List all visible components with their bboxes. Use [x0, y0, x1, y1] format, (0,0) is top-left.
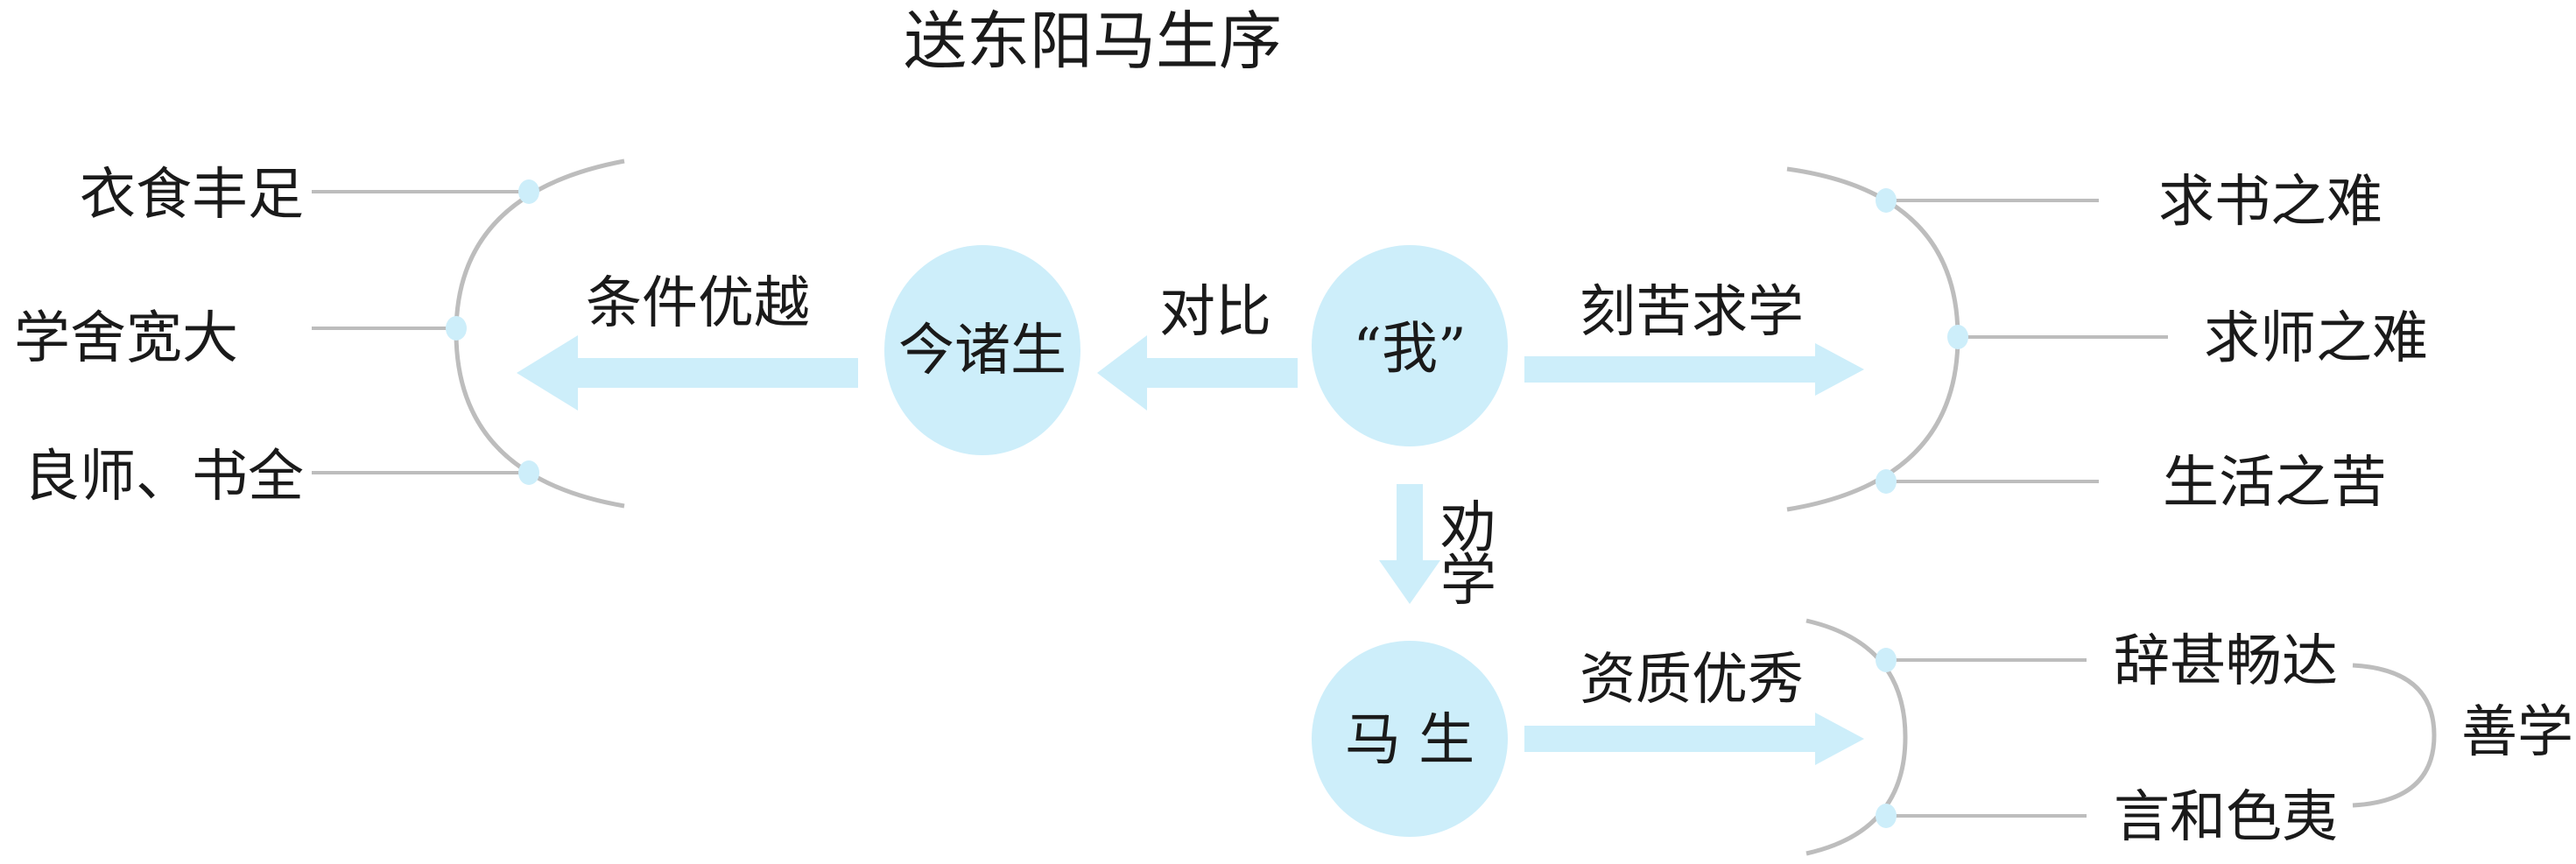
arrow-talent	[1524, 713, 1864, 765]
arrow-label: 刻苦求学	[1580, 280, 1804, 345]
arrow-label: 劝	[1440, 496, 1496, 561]
connector-dot	[1947, 325, 1968, 349]
connector-dot	[1876, 804, 1897, 828]
arrow-label: 条件优越	[586, 271, 810, 336]
node-label: 马 生	[1345, 708, 1475, 773]
arrow-contrast	[1097, 335, 1298, 411]
summary-bracket	[2352, 663, 2437, 808]
bottom-summary: 善学	[2461, 700, 2573, 765]
bottom-item: 辞甚畅达	[2114, 629, 2338, 694]
left-item: 学舍宽大	[14, 306, 238, 371]
connector-dot	[518, 179, 539, 204]
connector-dot	[1876, 648, 1897, 672]
bottom-item: 言和色夷	[2114, 785, 2338, 850]
connector-dot	[446, 316, 467, 341]
arrow-diligent-study	[1524, 343, 1864, 396]
connector-dot	[518, 460, 539, 485]
connector-dot	[1876, 469, 1897, 494]
node-me	[1312, 245, 1508, 446]
arrow-encourage-study	[1379, 484, 1440, 604]
arrow-left-conditions	[517, 335, 858, 411]
right-item: 求书之难	[2158, 170, 2382, 235]
right-item: 生活之苦	[2163, 451, 2387, 516]
right-bracket	[1786, 166, 1960, 512]
arrow-label: 资质优秀	[1580, 648, 1804, 713]
node-ma-sheng	[1312, 641, 1508, 837]
node-current-students	[884, 245, 1080, 455]
left-item: 衣食丰足	[80, 163, 304, 228]
connector-dot	[1876, 188, 1897, 213]
diagram-title: 送东阳马生序	[904, 4, 1282, 78]
arrow-label: 对比	[1159, 280, 1271, 345]
node-label: 今诸生	[898, 319, 1066, 383]
right-item: 求师之难	[2204, 306, 2428, 371]
node-label: “我”	[1353, 317, 1466, 382]
bottom-bracket	[1805, 618, 1908, 856]
arrow-label: 学	[1440, 549, 1496, 614]
left-item: 良师、书全	[24, 445, 304, 509]
